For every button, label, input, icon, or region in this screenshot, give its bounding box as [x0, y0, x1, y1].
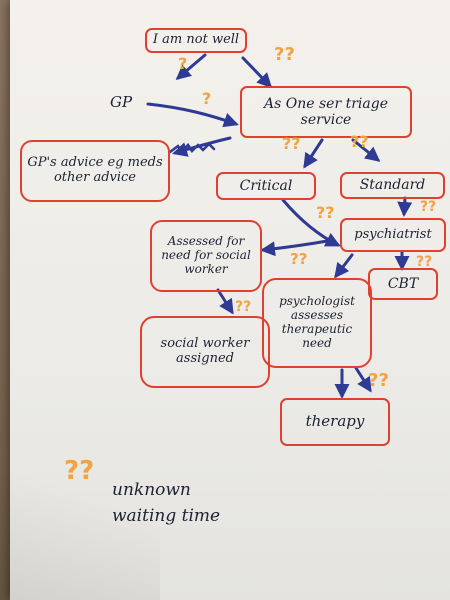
arrow-triage-to-standard — [351, 138, 381, 162]
question-marks-notwell-right: ?? — [274, 44, 295, 65]
question-marks-standard: ?? — [420, 199, 437, 215]
node-standard: Standard — [340, 172, 445, 199]
arrow-psychiatrist-to-assessed — [260, 238, 335, 257]
arrow-psychologist-to-therapy-alt — [354, 366, 372, 393]
node-assessed-social-worker: Assessed for need for social worker — [150, 220, 262, 292]
node-triage-service: As One ser triage service — [240, 86, 412, 138]
arrow-triage-to-critical — [303, 138, 324, 169]
arrow-assessed-to-socialworker — [216, 288, 234, 315]
arrow-standard-to-psychiatrist — [397, 196, 413, 217]
node-gp: GP — [110, 93, 133, 111]
question-mark-notwell-left: ? — [178, 54, 188, 73]
legend-question-marks: ?? — [64, 456, 95, 486]
question-marks-socialworker: ?? — [235, 299, 252, 315]
question-marks-triage-standard: ?? — [350, 132, 369, 151]
question-marks-therapy: ?? — [368, 370, 389, 391]
node-cbt: CBT — [368, 268, 438, 300]
node-i-am-not-well: I am not well — [145, 28, 247, 53]
arrow-notwell-to-gp — [175, 53, 207, 80]
node-gp-advice: GP's advice eg meds other advice — [20, 140, 170, 202]
arrow-gp-to-triage — [146, 102, 239, 128]
question-marks-cbt: ?? — [416, 254, 433, 270]
node-social-worker-assigned: social worker assigned — [140, 316, 270, 388]
node-psychiatrist: psychiatrist — [340, 218, 446, 252]
question-mark-gp: ? — [202, 89, 212, 108]
node-therapy: therapy — [280, 398, 390, 446]
question-marks-assessed: ?? — [290, 250, 308, 268]
question-marks-triage-critical: ?? — [282, 134, 301, 153]
node-critical: Critical — [216, 172, 316, 200]
arrow-psychiatrist-to-psychologist — [334, 253, 354, 279]
arrow-critical-to-psychiatrist — [281, 198, 341, 247]
scribble-gpadvice — [168, 142, 216, 155]
legend-text: unknown waiting time — [112, 480, 221, 526]
node-psychologist: psychologist assesses therapeutic need — [262, 278, 372, 368]
question-marks-critical: ?? — [316, 203, 335, 222]
arrow-notwell-to-triage — [241, 56, 273, 89]
